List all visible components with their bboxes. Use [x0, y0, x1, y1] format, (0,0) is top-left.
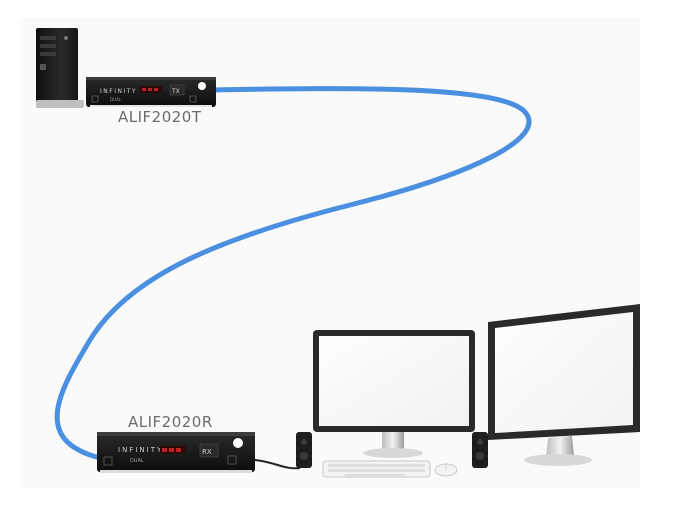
fiber-cable	[54, 86, 532, 461]
receiver-model-label: ALIF2020R	[128, 413, 213, 431]
speaker-icon	[296, 432, 312, 468]
pc-tower-icon	[36, 28, 84, 108]
rx-badge-text: DUAL	[130, 458, 144, 464]
tx-brand-text: INFINITY	[100, 88, 137, 95]
keyboard-icon	[322, 460, 431, 478]
peripheral-cable	[254, 459, 301, 470]
rx-brand-text: INFINITY	[118, 446, 163, 454]
monitor-icon	[313, 330, 475, 458]
monitor-icon	[488, 304, 640, 466]
receiver-unit: INFINITY DUAL RX	[97, 432, 255, 473]
tx-series-text: TX	[171, 88, 180, 95]
mouse-icon	[434, 463, 458, 477]
rx-series-text: RX	[202, 448, 212, 456]
speaker-icon	[472, 432, 488, 468]
transmitter-model-label: ALIF2020T	[118, 108, 202, 126]
tx-badge-text: DUAL	[110, 97, 122, 102]
transmitter-unit: INFINITY DUAL TX	[86, 77, 216, 107]
